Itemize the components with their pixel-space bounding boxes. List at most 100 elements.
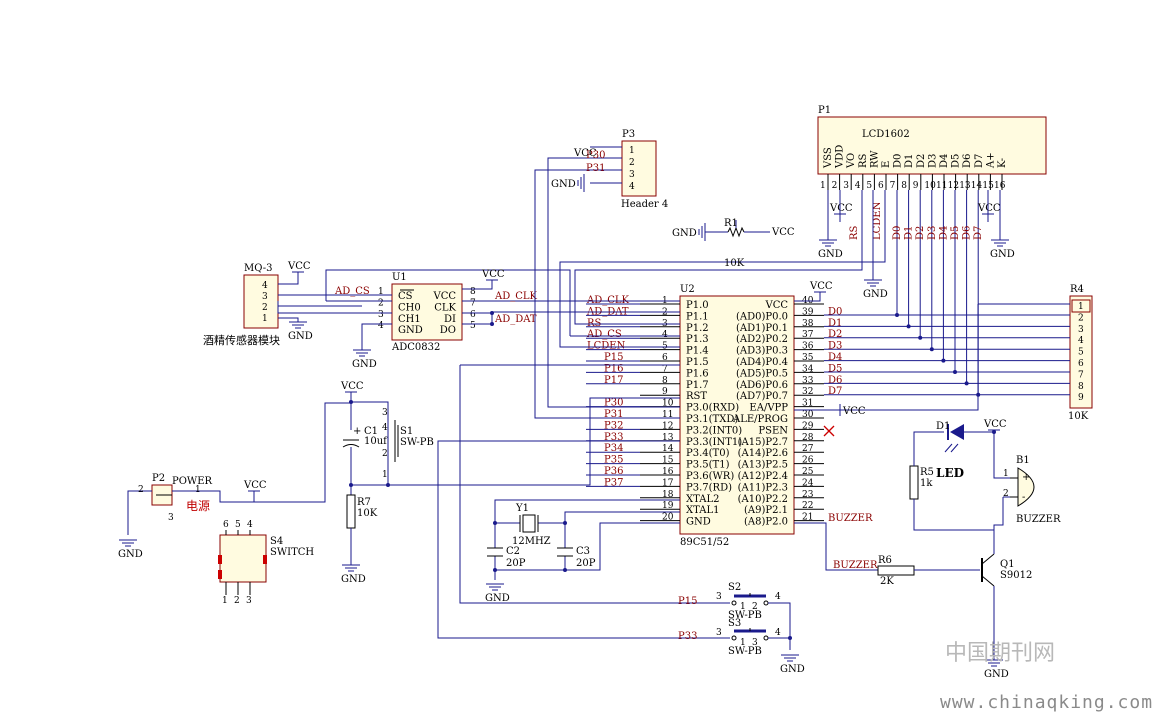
s1-pin-2: 2 xyxy=(382,449,388,459)
net-ad-dat-adc: AD_DAT xyxy=(494,314,537,325)
bus-junction-d6 xyxy=(964,381,969,386)
u2-pin-num: 33 xyxy=(802,376,814,386)
u2-pin-num: 22 xyxy=(802,501,813,511)
u2-pin-name: GND xyxy=(686,517,711,528)
vcc-label: VCC xyxy=(842,406,866,417)
p1-pin-name: D4 xyxy=(939,154,950,168)
u2-net-label: D4 xyxy=(828,352,842,363)
s1-pin-1: 1 xyxy=(382,470,388,480)
u2-net-label: D1 xyxy=(828,318,842,329)
p2-pin-3: 3 xyxy=(168,513,174,523)
u2-pin-name: (AD7)P0.7 xyxy=(736,391,788,402)
p1-pin-name: VSS xyxy=(823,147,834,169)
reset-circuit: C1 + 10uf R7 10K S1 SW-PB 3 4 2 1 xyxy=(342,392,434,565)
y1-value: 12MHZ xyxy=(512,536,551,547)
c2-value: 20P xyxy=(506,558,526,569)
gnd-label: GND xyxy=(118,549,143,560)
p1-pin-num: 3 xyxy=(843,181,849,191)
p1-pin-num: 11 xyxy=(936,181,947,191)
u2-pin-name: P1.7 xyxy=(686,380,709,391)
r4-pin-num: 7 xyxy=(1078,370,1084,380)
r1-value: 10K xyxy=(724,258,745,269)
bus-label-lcd-d4: D4 xyxy=(938,226,949,240)
p1-pin-name: D1 xyxy=(904,154,915,168)
vcc-label: VCC xyxy=(481,269,505,280)
p1-pin-num: 9 xyxy=(913,181,919,191)
p3-type: Header 4 xyxy=(621,199,668,210)
u2-pin-name: ALE/PROG xyxy=(732,414,788,425)
s4-pin-4: 4 xyxy=(247,520,253,530)
button-s2: S2 SW-PB P15 3 1 2 4 xyxy=(459,364,791,650)
bus-label-lcd-d3: D3 xyxy=(927,226,938,240)
c3-value: 20P xyxy=(576,558,596,569)
s3-pin-4: 4 xyxy=(775,628,781,638)
s2-pin-4: 4 xyxy=(775,592,781,602)
s2-type: SW-PB xyxy=(728,610,762,621)
u1-pin-num: 4 xyxy=(378,321,384,331)
vcc-label: VCC xyxy=(809,281,833,292)
s1-type: SW-PB xyxy=(400,437,434,448)
p2-pin-2: 2 xyxy=(138,485,144,495)
u2-pin-name: P1.5 xyxy=(686,357,709,368)
q1-ref: Q1 xyxy=(1000,559,1015,570)
c1-ref: C1 xyxy=(364,426,378,437)
p1-pin-name: D6 xyxy=(962,154,973,168)
u2-pin-num: 13 xyxy=(662,433,674,443)
mq3-label: 酒精传感器模块 xyxy=(203,334,280,347)
p1-pin-num: 13 xyxy=(959,181,971,191)
u2-pin-name: (A14)P2.6 xyxy=(738,448,788,459)
d1-ref: D1 xyxy=(936,421,950,432)
u2-net-label: D5 xyxy=(828,363,842,374)
u2-pin-num: 26 xyxy=(802,456,814,466)
vcc-label: VCC xyxy=(977,203,1001,214)
q1-type: S9012 xyxy=(1000,570,1032,581)
u2-pin-num: 38 xyxy=(802,319,814,329)
u2-pin-name: PSEN xyxy=(758,425,788,436)
u2-pin-name: RST xyxy=(686,391,707,402)
u2-pin-name: P1.6 xyxy=(686,368,709,379)
u2-pin-name: P3.6(WR) xyxy=(686,471,734,482)
u1-pin-num: 7 xyxy=(470,298,476,308)
u2-pin-name: (A10)P2.2 xyxy=(738,494,788,505)
vcc-label: VCC xyxy=(983,419,1007,430)
u1-pin-name: VCC xyxy=(432,291,456,302)
u2-pin-name: EA/VPP xyxy=(749,403,788,414)
bus-junction-d0 xyxy=(895,313,899,317)
p1-pin-num: 5 xyxy=(866,181,872,191)
lcd-p1: P1 LCD1602 VSS1VDD2VO3RS4RW5E6D07D18D29D… xyxy=(817,105,1047,191)
u2-pin-num: 28 xyxy=(802,433,814,443)
u2-pin-name: P3.2(INT0) xyxy=(686,425,742,436)
r5-ref: R5 xyxy=(920,467,934,478)
s4-pin-1: 1 xyxy=(222,596,228,606)
potentiometer-r1: R1 10K xyxy=(705,218,770,269)
p1-pin-name: K- xyxy=(997,158,1008,168)
p1-pin-num: 15 xyxy=(982,181,994,191)
u2-pin-name: (A11)P2.3 xyxy=(738,482,788,493)
bus-label-lcd-d7: D7 xyxy=(973,226,984,240)
u1-pin-num: 5 xyxy=(470,321,476,331)
r6-ref: R6 xyxy=(878,555,892,566)
wires-adc: AD_CLK AD_DAT AD_CS xyxy=(277,269,680,350)
p1-pin-num: 16 xyxy=(994,181,1006,191)
u1-pin-num: 2 xyxy=(378,298,384,308)
u2-pin-name: P1.2 xyxy=(686,323,709,334)
bus-junction-d5 xyxy=(953,370,957,374)
u2-net-label: D2 xyxy=(828,329,842,340)
u2-pin-num: 39 xyxy=(802,307,814,317)
r4-pin-num: 2 xyxy=(1078,313,1084,323)
u2-net-label: AD_CS xyxy=(586,329,622,340)
u2-pin-num: 25 xyxy=(802,467,814,477)
u2-pin-num: 6 xyxy=(662,353,668,363)
u2-pin-num: 10 xyxy=(662,399,674,409)
u2-pin-num: 29 xyxy=(802,421,814,431)
u2-net-label: P34 xyxy=(604,443,623,454)
u1-pin-name: DO xyxy=(440,325,456,336)
u2-pin-num: 7 xyxy=(662,364,668,374)
p1-pin-name: D0 xyxy=(893,154,904,168)
